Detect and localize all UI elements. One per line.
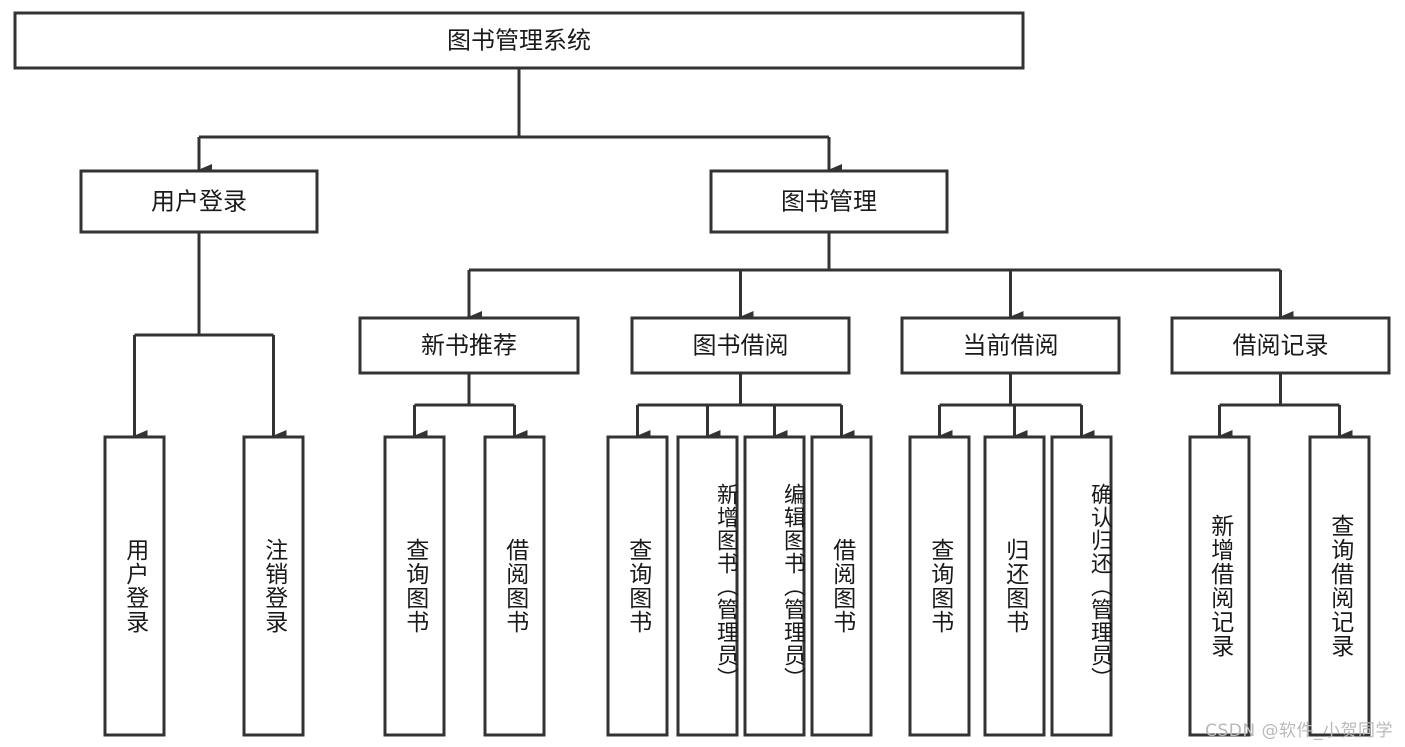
node-book-borrow[interactable]: 图书借阅 [630, 316, 851, 375]
node-label-borrow-record: 借阅记录 [1233, 332, 1329, 360]
node-leaf-query-book-cur[interactable] [908, 435, 971, 737]
node-leaf-borrow-book[interactable] [810, 435, 873, 737]
node-user-login[interactable]: 用户登录 [79, 169, 319, 234]
node-leaf-query-record[interactable] [1308, 435, 1371, 737]
node-label-new-book-recommend: 新书推荐 [421, 332, 517, 360]
node-leaf-edit-book[interactable] [743, 435, 806, 737]
node-root[interactable]: 图书管理系统 [13, 11, 1025, 70]
node-label-root: 图书管理系统 [447, 27, 591, 55]
connector-edges [133, 68, 1353, 442]
node-leaf-logout[interactable] [242, 435, 305, 737]
node-new-book-recommend[interactable]: 新书推荐 [358, 316, 580, 375]
node-leaf-confirm-return[interactable] [1050, 435, 1113, 737]
node-borrow-record[interactable]: 借阅记录 [1170, 316, 1391, 375]
node-label-book-manage: 图书管理 [781, 188, 877, 216]
node-book-manage[interactable]: 图书管理 [709, 169, 949, 234]
node-leaf-user-login[interactable] [103, 435, 166, 737]
node-leaf-add-record[interactable] [1188, 435, 1251, 737]
node-label-user-login: 用户登录 [151, 188, 247, 216]
csdn-watermark: CSDN @软件_小贺同学 [1205, 721, 1393, 741]
node-leaf-add-book[interactable] [676, 435, 739, 737]
node-leaf-borrow-book-rec[interactable] [483, 435, 546, 737]
node-leaf-query-book-borrow[interactable] [606, 435, 669, 737]
node-current-borrow[interactable]: 当前借阅 [900, 316, 1121, 375]
node-leaf-query-book-rec[interactable] [383, 435, 446, 737]
node-label-current-borrow: 当前借阅 [963, 332, 1059, 360]
node-leaf-return-book[interactable] [983, 435, 1046, 737]
node-label-book-borrow: 图书借阅 [693, 332, 789, 360]
